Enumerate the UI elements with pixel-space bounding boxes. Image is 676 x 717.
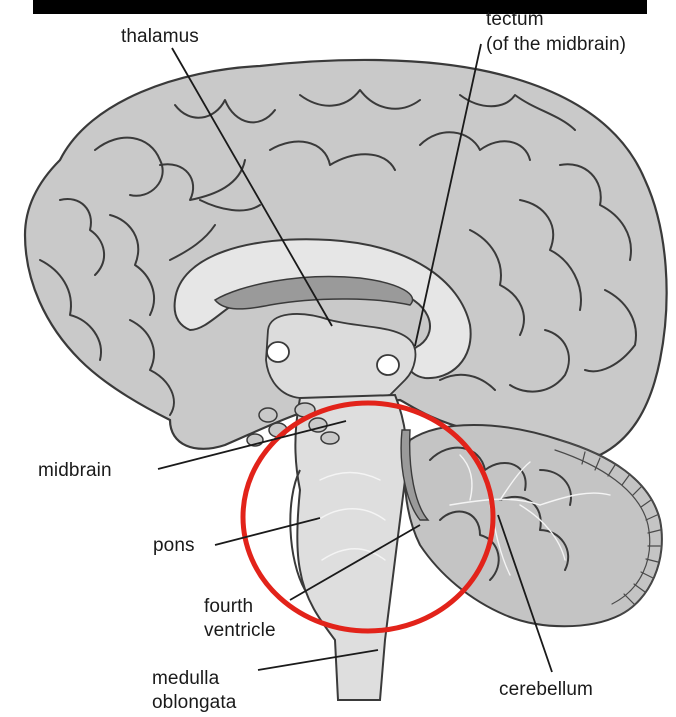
label-cerebellum: cerebellum <box>499 679 593 700</box>
posterior-commissure <box>377 355 399 375</box>
label-fourth-line2: ventricle <box>204 620 276 641</box>
label-pons: pons <box>153 535 195 556</box>
cerebellum-body <box>405 425 662 626</box>
label-midbrain: midbrain <box>38 460 112 481</box>
label-tectum-line1: tectum <box>486 9 544 30</box>
anterior-commissure <box>267 342 289 362</box>
label-medulla-line2: oblongata <box>152 692 237 713</box>
label-tectum-line2: (of the midbrain) <box>486 34 626 55</box>
label-medulla-line1: medulla <box>152 668 220 689</box>
label-fourth-line1: fourth <box>204 596 253 617</box>
top-black-bar <box>33 0 647 14</box>
label-thalamus: thalamus <box>121 26 199 47</box>
cerebellum <box>405 425 662 626</box>
